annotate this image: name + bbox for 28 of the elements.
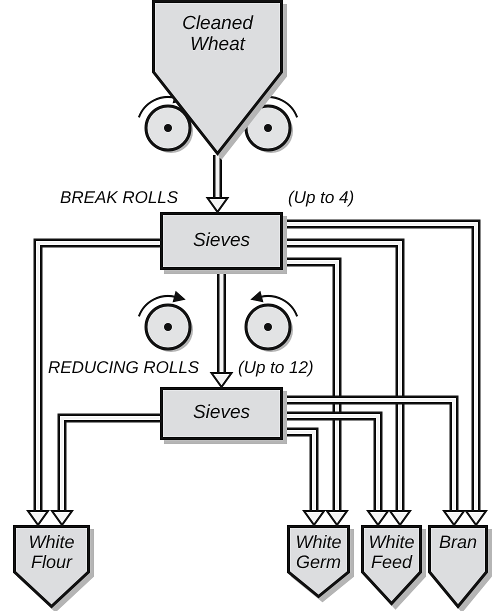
process-box [160, 387, 283, 440]
process-box [160, 212, 283, 270]
pipe-arrow [206, 155, 228, 213]
pipe-arrow [283, 220, 487, 526]
roll-caption: BREAK ROLLS [60, 188, 178, 208]
node-label: Bran [438, 533, 478, 553]
pipe-arrow [51, 414, 160, 526]
node-label: White Flour [27, 533, 76, 573]
node-label: Cleaned Wheat [181, 14, 254, 56]
node-label: White Germ [294, 533, 342, 573]
node-label: Sieves [192, 403, 250, 424]
product-pentagon [287, 525, 350, 598]
product-pentagon [428, 525, 488, 608]
product-pentagon [152, 0, 283, 155]
pipe-arrow [283, 412, 389, 526]
node-label: White Feed [367, 533, 416, 573]
roll-caption: (Up to 12) [238, 358, 314, 378]
pipe-arrow [210, 270, 232, 388]
pipe-arrow [283, 258, 348, 526]
roll-caption: REDUCING ROLLS [48, 358, 200, 378]
node-label: Sieves [192, 230, 250, 252]
roll-caption: (Up to 4) [288, 188, 354, 208]
pipe-arrow [283, 428, 325, 526]
product-pentagon [13, 525, 90, 608]
pipe-arrow [27, 238, 160, 526]
product-pentagon [361, 525, 422, 605]
pipe-arrow [283, 396, 465, 526]
pipe-arrow [283, 238, 411, 526]
